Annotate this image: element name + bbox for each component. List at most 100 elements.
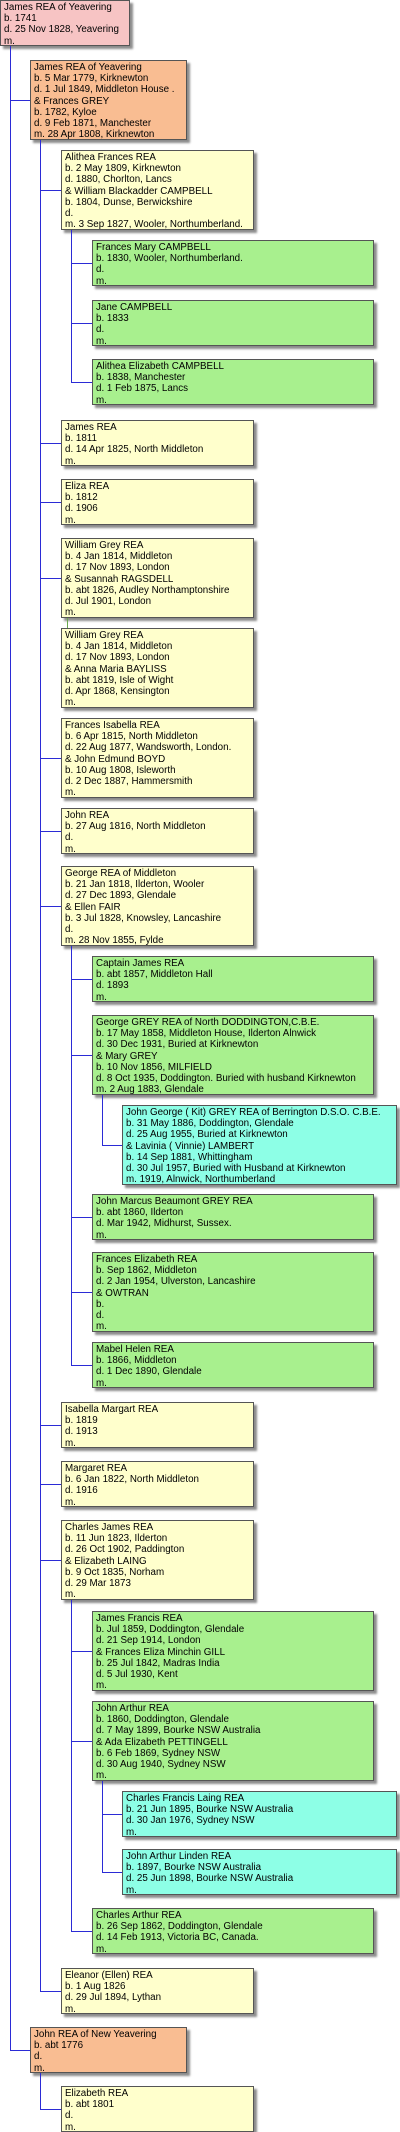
tree-connector [71, 946, 72, 1366]
person-detail: d. 30 Dec 1931, Buried at Kirknewton [96, 1039, 259, 1051]
person-detail: & Mary GREY [96, 1050, 158, 1062]
person-name: Charles Arthur REA [96, 1910, 182, 1921]
person-detail: m. [65, 1496, 76, 1507]
tree-connector [71, 263, 92, 264]
person-detail: b. 6 Feb 1869, Sydney NSW [96, 1747, 221, 1759]
person-detail: b. 1838, Manchester [96, 372, 186, 384]
tree-connector [40, 1991, 61, 1992]
person-detail: m. [96, 335, 107, 346]
person-box: John George ( Kit) GREY REA of Berringto… [122, 1105, 397, 1185]
person-detail: b. abt 1776 [34, 2040, 84, 2052]
person-name: Frances Elizabeth REA [96, 1254, 198, 1265]
tree-connector [67, 618, 68, 628]
person-detail: b. 1830, Wooler, Northumberland. [96, 253, 243, 265]
tree-connector [40, 758, 61, 759]
person-name: Elizabeth REA [65, 2088, 129, 2099]
person-name: William Grey REA [65, 630, 144, 641]
person-detail: b. 3 Jul 1828, Knowsley, Lancashire [65, 912, 222, 924]
person-detail: m. 1919, Alnwick, Northumberland [126, 1174, 276, 1185]
person-detail: d. 1913 [65, 1426, 98, 1438]
person-detail: m. [96, 1321, 107, 1332]
person-name: Isabella Margart REA [65, 1404, 159, 1415]
person-detail: b. 1812 [65, 492, 98, 504]
person-name: Jane CAMPBELL [96, 302, 173, 313]
person-detail: b. 6 Apr 1815, North Middleton [65, 731, 198, 743]
person-detail: b. 17 May 1858, Middleton House, Ilderto… [96, 1028, 317, 1040]
person-name: Alithea Elizabeth CAMPBELL [96, 361, 224, 372]
person-detail: m. [65, 2003, 76, 2014]
person-detail: m. 28 Nov 1855, Fylde [65, 935, 164, 946]
person-detail: b. 11 Jun 1823, Ilderton [65, 1533, 168, 1545]
person-detail: & Susannah RAGSDELL [65, 573, 174, 585]
tree-connector [71, 1217, 92, 1218]
tree-connector [10, 46, 11, 2051]
person-name: Frances Mary CAMPBELL [96, 242, 211, 253]
tree-connector [40, 190, 61, 191]
person-detail: & Frances Eliza Minchin GILL [96, 1646, 226, 1658]
person-detail: & OWTRAN [96, 1287, 149, 1299]
person-detail: b. Jul 1859, Doddington, Glendale [96, 1624, 245, 1636]
person-name: John REA [65, 810, 110, 821]
person-detail: d. 8 Oct 1935, Doddington. Buried with h… [96, 1073, 356, 1085]
person-detail: d. 1893 [96, 980, 129, 992]
person-detail: d. 21 Sep 1914, London [96, 1635, 201, 1647]
person-detail: m. [34, 2062, 45, 2073]
person-detail: d. 30 Jan 1976, Sydney NSW [126, 1815, 255, 1827]
person-detail: m. 3 Sep 1827, Wooler, Northumberland. [65, 219, 243, 230]
person-detail: b. 1866, Middleton [96, 1355, 177, 1367]
person-detail: m. [65, 787, 76, 798]
person-detail: d. 29 Jul 1894, Lythan [65, 1992, 162, 2004]
person-detail: & Anna Maria BAYLISS [65, 663, 167, 675]
person-detail: d. 5 Jul 1930, Kent [96, 1669, 178, 1681]
person-detail: m. [65, 2121, 76, 2132]
person-detail: b. abt 1801 [65, 2099, 115, 2111]
person-name: Eliza REA [65, 481, 110, 492]
person-detail: d. 1 Dec 1890, Glendale [96, 1366, 202, 1378]
person-detail: & Ellen FAIR [65, 901, 121, 913]
tree-connector [102, 1814, 122, 1815]
tree-connector [40, 443, 61, 444]
person-detail: d. 26 Oct 1902, Paddington [65, 1544, 185, 1556]
person-detail: d. 1880, Chorlton, Lancs [65, 174, 172, 186]
person-detail: d. 29 Mar 1873 [65, 1578, 131, 1590]
person-detail: & Ada Elizabeth PETTINGELL [96, 1736, 228, 1748]
person-detail: b. 1741 [4, 13, 37, 25]
tree-connector [71, 382, 92, 383]
person-detail: m. [96, 275, 107, 286]
person-detail: b. 21 Jun 1895, Bourke NSW Australia [126, 1804, 294, 1816]
person-detail: m. [65, 697, 76, 708]
person-detail: b. 25 Jul 1842, Madras India [96, 1657, 220, 1669]
tree-connector [102, 1095, 103, 1146]
person-detail: b. 31 May 1886, Doddington, Glendale [126, 1118, 294, 1130]
person-name: John Arthur Linden REA [126, 1851, 232, 1862]
person-detail: m. [96, 394, 107, 405]
person-detail: m. [96, 1229, 107, 1240]
person-detail: d. Apr 1868, Kensington [65, 686, 170, 698]
person-detail: b. 2 May 1809, Kirknewton [65, 163, 181, 175]
person-detail: d. [96, 264, 105, 276]
person-detail: d. 1906 [65, 503, 98, 515]
person-name: Captain James REA [96, 958, 185, 969]
person-detail: b. abt 1857, Middleton Hall [96, 969, 213, 981]
tree-connector [40, 2109, 61, 2110]
person-detail: d. 2 Jan 1954, Ulverston, Lancashire [96, 1276, 256, 1288]
person-detail: b. 1811 [65, 433, 97, 445]
person-detail: b. 5 Mar 1779, Kirknewton [34, 73, 149, 85]
person-detail: & Lavinia ( Vinnie) LAMBERT [126, 1140, 255, 1152]
person-name: William Grey REA [65, 540, 144, 551]
person-detail: d. 1916 [65, 1485, 98, 1497]
person-detail: d. 22 Aug 1877, Wandsworth, London. [65, 742, 232, 754]
tree-connector [71, 323, 92, 324]
